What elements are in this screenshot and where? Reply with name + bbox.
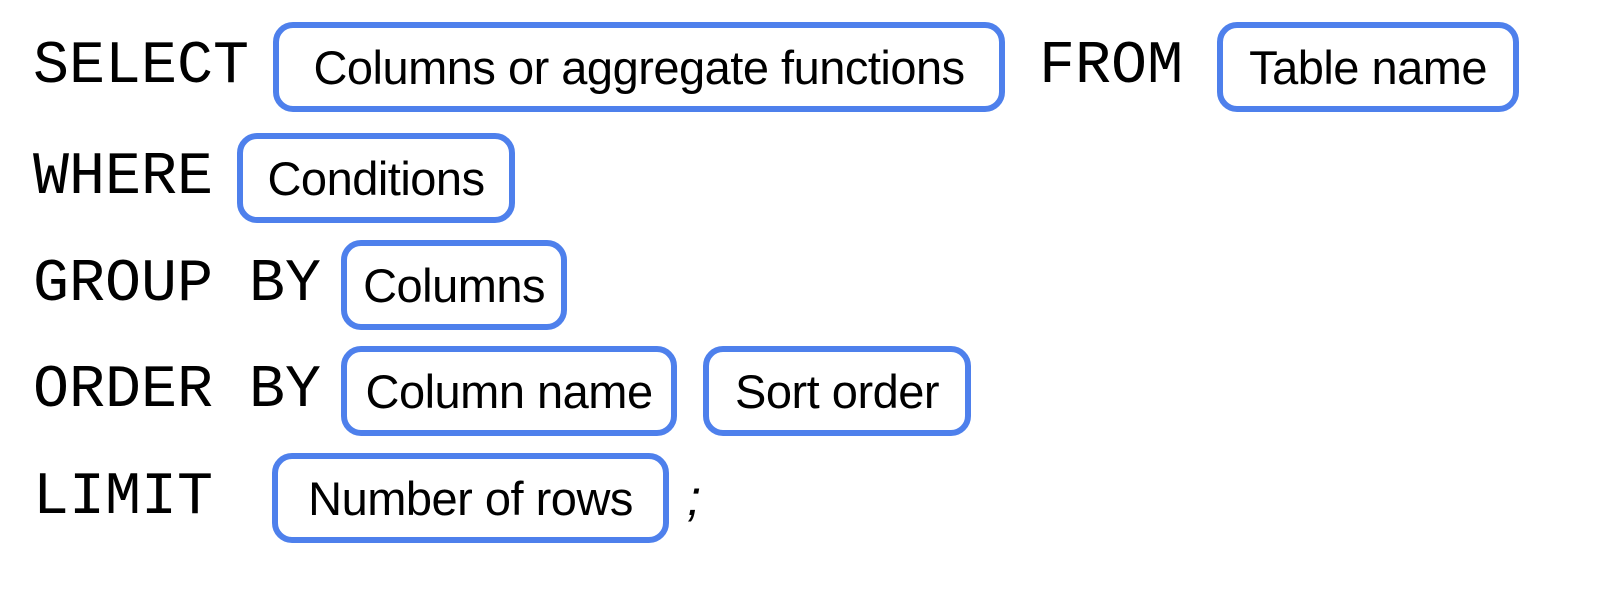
slot-where-conditions[interactable]: Conditions [237,133,516,223]
slot-group-by-columns[interactable]: Columns [341,240,568,330]
slot-order-by-column-name-label: Column name [365,364,654,418]
slot-select-columns-label: Columns or aggregate functions [313,40,965,94]
keyword-where: WHERE [33,144,214,212]
slot-order-by-sort-order[interactable]: Sort order [703,346,972,436]
slot-select-columns[interactable]: Columns or aggregate functions [273,22,1006,112]
keyword-order-by: ORDER BY [33,357,322,425]
keyword-from: FROM [1039,33,1184,101]
keyword-select: SELECT [33,33,250,101]
slot-where-conditions-label: Conditions [267,151,485,205]
clause-row-limit: LIMIT Number of rows ; [0,453,701,543]
clause-row-where: WHERE Conditions [0,133,516,223]
keyword-group-by: GROUP BY [33,251,322,319]
statement-terminator-semicolon: ; [687,470,701,526]
slot-order-by-sort-order-label: Sort order [735,364,940,418]
clause-row-group-by: GROUP BY Columns [0,240,568,330]
clause-row-select: SELECT Columns or aggregate functions FR… [0,22,1520,112]
slot-from-table-name-label: Table name [1249,40,1488,94]
clause-row-order-by: ORDER BY Column name Sort order [0,346,972,436]
slot-limit-number-of-rows-label: Number of rows [308,471,633,525]
slot-group-by-columns-label: Columns [363,258,546,312]
slot-order-by-column-name[interactable]: Column name [341,346,678,436]
slot-from-table-name[interactable]: Table name [1217,22,1520,112]
keyword-limit: LIMIT [33,464,214,532]
slot-limit-number-of-rows[interactable]: Number of rows [272,453,670,543]
